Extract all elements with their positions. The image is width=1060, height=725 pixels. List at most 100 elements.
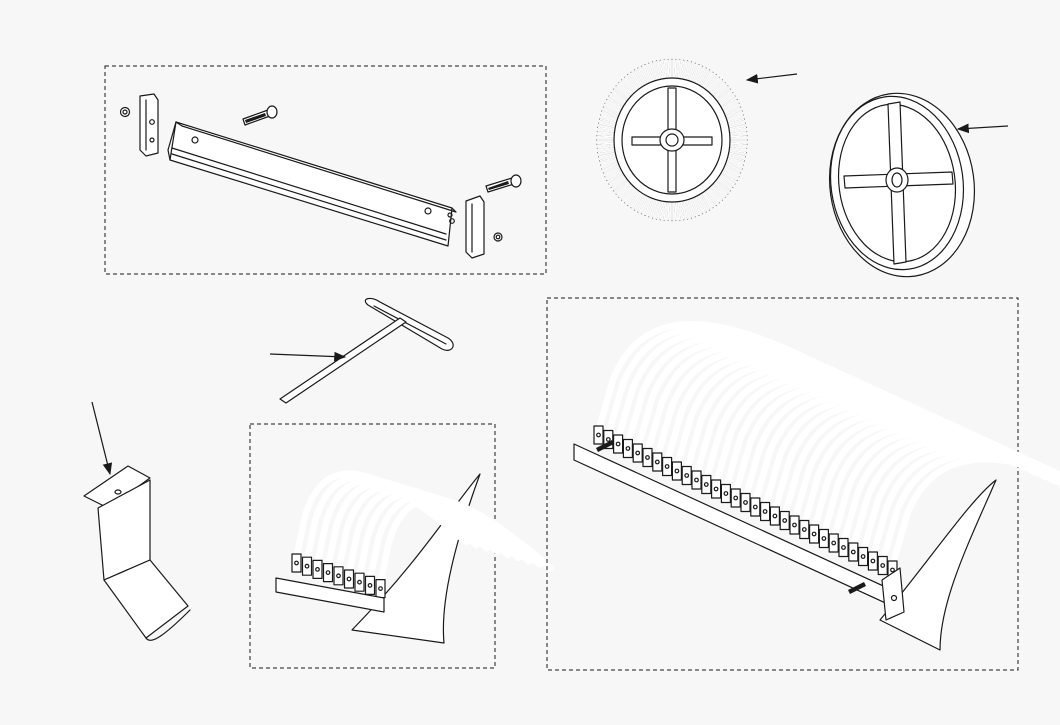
- reel-tooth-fill: [707, 76, 720, 93]
- reel-tooth-fill: [694, 196, 704, 214]
- comb-tine-base: [828, 533, 839, 553]
- comb-tine-base: [818, 528, 830, 549]
- reel-tooth-fill: [659, 201, 664, 220]
- comb-tine-hole: [841, 545, 846, 550]
- comb-tine-hole: [367, 583, 373, 588]
- small-comb-tines: [291, 470, 554, 599]
- reel-tooth-fill: [721, 170, 738, 181]
- group-box-large-comb: [546, 297, 1019, 671]
- reel-tooth-fill: [700, 193, 711, 211]
- comb-tine-base: [759, 501, 771, 522]
- reel-tooth-fill: [608, 173, 624, 185]
- reel-tooth-fill: [725, 110, 743, 119]
- comb-tine-base: [375, 578, 386, 599]
- comb-tine-base: [642, 447, 653, 468]
- comb-tine-hole: [346, 576, 352, 582]
- reel-tooth-fill: [714, 85, 729, 100]
- comb-tine-base: [799, 519, 810, 540]
- reel-tooth-fill: [677, 59, 681, 79]
- comb-tine-base: [603, 429, 614, 450]
- reel-tooth-fill: [728, 152, 746, 158]
- reel-tooth-fill: [606, 99, 623, 110]
- reel-tooth-fill: [683, 200, 689, 220]
- reel-tooth-fill: [705, 189, 717, 206]
- comb-tine-hole: [315, 567, 320, 572]
- comb-tine-base: [750, 497, 761, 517]
- reel-tooth-fill: [727, 118, 745, 125]
- reel-tooth-fill: [680, 201, 685, 220]
- reel-tooth-fill: [597, 135, 615, 138]
- reel-tooth-fill: [599, 118, 617, 125]
- reel-tooth-fill: [718, 92, 734, 105]
- bracket-rail-assembly: [104, 65, 547, 275]
- comb-tine-fill: [376, 496, 554, 589]
- reel-tooth-fill: [618, 183, 632, 198]
- reel-tooth-fill: [598, 122, 616, 128]
- reel-tooth-fill: [720, 95, 736, 107]
- comb-tine-base: [652, 452, 663, 472]
- comb-tine-hole: [596, 432, 601, 438]
- comb-tine-hole: [831, 540, 837, 546]
- comb-tine-hole: [713, 486, 719, 492]
- comb-tine-base: [710, 479, 722, 499]
- reel-tooth-fill: [655, 200, 661, 220]
- reel-tooth-fill: [663, 201, 667, 221]
- comb-tine-hole: [294, 560, 299, 566]
- reel-tooth-fill: [724, 164, 741, 174]
- comb-tine-hole: [733, 495, 739, 501]
- comb-tine-base: [681, 465, 692, 486]
- comb-tine-hole: [792, 522, 797, 528]
- comb-tine-hole: [694, 477, 699, 483]
- rail: [167, 121, 457, 247]
- reel-tooth-fill: [729, 145, 747, 150]
- end-bracket-left: [139, 93, 159, 157]
- reel-tooth-fill: [608, 95, 624, 107]
- reel-tooth-fill: [674, 201, 677, 221]
- reel-tooth-fill: [637, 67, 647, 86]
- comb-tine-hole: [743, 500, 748, 505]
- reel-tooth-fill: [714, 180, 729, 195]
- reel-tooth-fill: [726, 114, 744, 122]
- comb-tine-base: [838, 537, 849, 558]
- comb-tine-hole: [801, 527, 807, 532]
- comb-tine-base: [701, 474, 712, 495]
- reel-tooth-fill: [710, 79, 723, 95]
- reel-tooth-fill: [674, 59, 677, 79]
- comb-tine-hole: [870, 558, 876, 564]
- reel-tooth-fill: [667, 59, 670, 79]
- reel-tooth-fill: [618, 82, 632, 97]
- reel-tooth-fill: [726, 158, 744, 166]
- reel-tooth-fill: [621, 79, 634, 95]
- reel-tooth-fill: [702, 72, 714, 89]
- comb-tine-base: [848, 542, 859, 562]
- comb-tine-hole: [782, 518, 788, 523]
- reel-tooth-fill: [630, 72, 642, 89]
- reel-tooth-fill: [724, 106, 741, 116]
- reel-tooth-fill: [604, 167, 621, 178]
- reel-tooth-fill: [712, 82, 726, 97]
- reel-tooth-fill: [600, 114, 618, 122]
- reel-tooth-fill: [667, 201, 670, 221]
- reel-tooth-fill: [697, 67, 707, 86]
- comb-tine-base: [779, 510, 790, 531]
- reel-tooth-fill: [601, 110, 619, 119]
- reel-tooth-fill: [692, 197, 700, 216]
- reel-tooth-fill: [728, 122, 746, 128]
- comb-tine-base: [593, 425, 604, 445]
- comb-tine-hole: [684, 473, 690, 478]
- reel-tooth-fill: [603, 164, 620, 174]
- comb-tine-base: [312, 559, 323, 580]
- comb-tine-base: [769, 506, 781, 526]
- spoked-reel: [596, 58, 798, 222]
- comb-tine-base: [632, 443, 643, 463]
- reel-tooth-fill: [729, 149, 747, 154]
- comb-tine-base: [691, 470, 702, 490]
- t-handle-hex-key: [269, 297, 454, 404]
- reel-tooth-fill: [597, 149, 615, 154]
- comb-tine-hole: [635, 450, 641, 456]
- reel-tooth-fill: [707, 187, 720, 204]
- reel-tooth-fill: [627, 74, 639, 91]
- nut-left: [119, 106, 131, 118]
- reel-tooth-fill: [723, 102, 740, 113]
- comb-tine-base: [354, 572, 365, 592]
